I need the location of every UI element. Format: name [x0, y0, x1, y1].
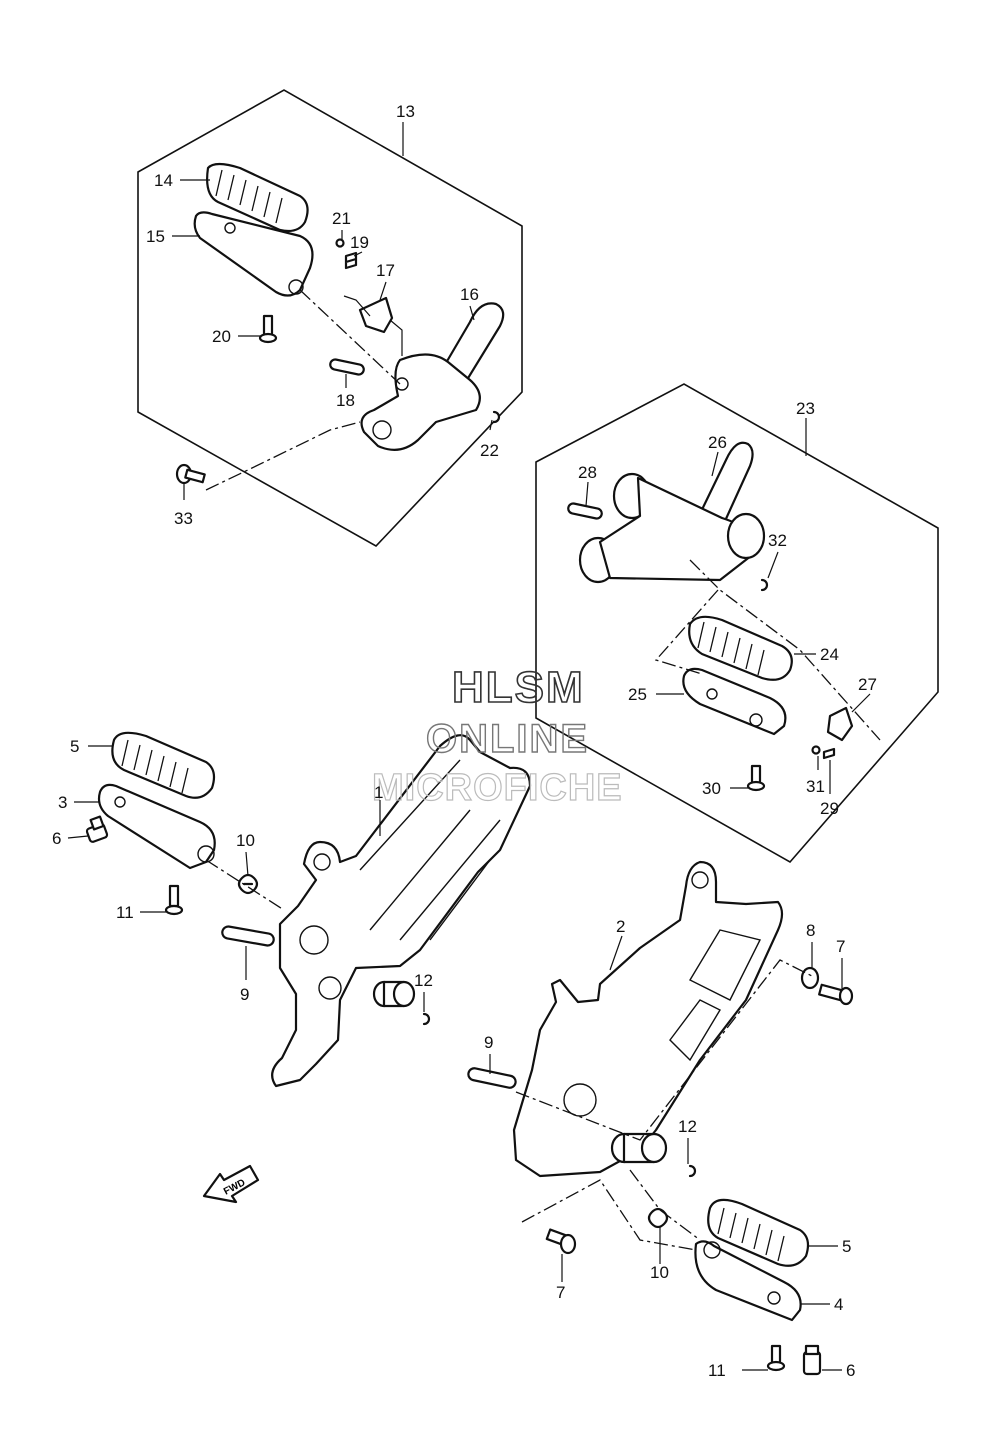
- spring-10-right[interactable]: [647, 1207, 669, 1229]
- callout-7-lower: 7: [556, 1283, 565, 1302]
- footrest-rubber-5-left[interactable]: [111, 731, 216, 799]
- assembly-box-13: [137, 89, 523, 548]
- callout-33: 33: [174, 509, 193, 528]
- clip-32[interactable]: [760, 578, 769, 592]
- clip-22[interactable]: [492, 410, 501, 424]
- callout-15: 15: [146, 227, 165, 246]
- callout-25: 25: [628, 685, 647, 704]
- callout-4: 4: [834, 1295, 843, 1314]
- callout-32: 32: [768, 531, 787, 550]
- footrest-bracket-4[interactable]: [694, 1240, 802, 1322]
- callout-16: 16: [460, 285, 479, 304]
- callout-6-left: 6: [52, 829, 61, 848]
- pin-28[interactable]: [567, 502, 603, 520]
- callout-10-right: 10: [650, 1263, 669, 1282]
- callout-8: 8: [806, 921, 815, 940]
- callout-14: 14: [154, 171, 173, 190]
- callout-24: 24: [820, 645, 839, 664]
- watermark-line1: HLSM: [452, 663, 585, 712]
- callout-11-right: 11: [708, 1361, 726, 1380]
- callout-5-left: 5: [70, 737, 79, 756]
- adjuster-6-right[interactable]: [802, 1344, 822, 1376]
- bolt-11-right[interactable]: [766, 1344, 786, 1372]
- bolt-30[interactable]: [746, 764, 766, 792]
- bolt-7-upper[interactable]: [818, 983, 854, 1006]
- callout-22: 22: [480, 441, 499, 460]
- callout-20: 20: [212, 327, 231, 346]
- footrest-rubber-5-right[interactable]: [707, 1198, 810, 1267]
- callout-31: 31: [806, 777, 825, 796]
- callout-27: 27: [858, 675, 877, 694]
- callout-13: 13: [396, 102, 415, 121]
- footrest-bracket-3[interactable]: [97, 783, 216, 870]
- pin-9-left[interactable]: [221, 925, 275, 947]
- footrest-bracket-2[interactable]: [512, 860, 784, 1178]
- plate-27[interactable]: [826, 706, 854, 742]
- watermark-line2: ONLINE: [426, 717, 589, 761]
- pillion-footrest-bracket-26[interactable]: [578, 441, 766, 584]
- callout-3: 3: [58, 793, 67, 812]
- ball-21[interactable]: [335, 238, 345, 248]
- bolt-20[interactable]: [258, 314, 278, 344]
- callout-2: 2: [616, 917, 625, 936]
- assembly-box-23: [535, 383, 939, 864]
- callout-7-upper: 7: [836, 937, 845, 956]
- callout-9-right: 9: [484, 1033, 493, 1052]
- footrest-bracket-1[interactable]: [271, 734, 532, 1088]
- footrest-bracket-15[interactable]: [193, 211, 314, 297]
- bolt-11-left[interactable]: [164, 884, 184, 916]
- forward-direction-arrow: FWD: [202, 1164, 260, 1204]
- callout-23: 23: [796, 399, 815, 418]
- washer-8[interactable]: [800, 966, 820, 990]
- callout-18: 18: [336, 391, 355, 410]
- ball-31[interactable]: [811, 745, 821, 755]
- callout-12-right: 12: [678, 1117, 697, 1136]
- callout-29: 29: [820, 799, 839, 818]
- callout-1: 1: [374, 783, 383, 802]
- callout-5-right: 5: [842, 1237, 851, 1256]
- collar-12-right[interactable]: [610, 1132, 668, 1164]
- spring-10-left[interactable]: [237, 873, 259, 895]
- bolt-7-lower[interactable]: [545, 1228, 577, 1255]
- callout-21: 21: [332, 209, 351, 228]
- pin-9-right[interactable]: [467, 1067, 517, 1089]
- footrest-rubber-24[interactable]: [688, 615, 793, 681]
- watermark-line3: MICROFICHE: [372, 767, 623, 809]
- callout-19: 19: [350, 233, 369, 252]
- adjuster-6-left[interactable]: [85, 815, 109, 843]
- callout-11-left: 11: [116, 903, 134, 922]
- callout-10-left: 10: [236, 831, 255, 850]
- clip-12-right[interactable]: [688, 1164, 697, 1178]
- callout-26: 26: [708, 433, 727, 452]
- clip-12-left[interactable]: [422, 1012, 431, 1026]
- pin-18[interactable]: [329, 358, 365, 376]
- callout-9-left: 9: [240, 985, 249, 1004]
- callout-17: 17: [376, 261, 395, 280]
- plate-17[interactable]: [358, 296, 394, 334]
- callout-28: 28: [578, 463, 597, 482]
- callout-12-left: 12: [414, 971, 433, 990]
- rider-footrest-bracket-16[interactable]: [360, 302, 505, 451]
- callout-6-right: 6: [846, 1361, 855, 1380]
- callout-30: 30: [702, 779, 721, 798]
- collar-12-left[interactable]: [372, 980, 416, 1008]
- spring-19[interactable]: [344, 251, 358, 270]
- spring-29[interactable]: [822, 747, 836, 760]
- bolt-33[interactable]: [175, 463, 206, 485]
- footrest-bracket-25[interactable]: [682, 667, 787, 736]
- footrest-rubber-14[interactable]: [206, 162, 309, 233]
